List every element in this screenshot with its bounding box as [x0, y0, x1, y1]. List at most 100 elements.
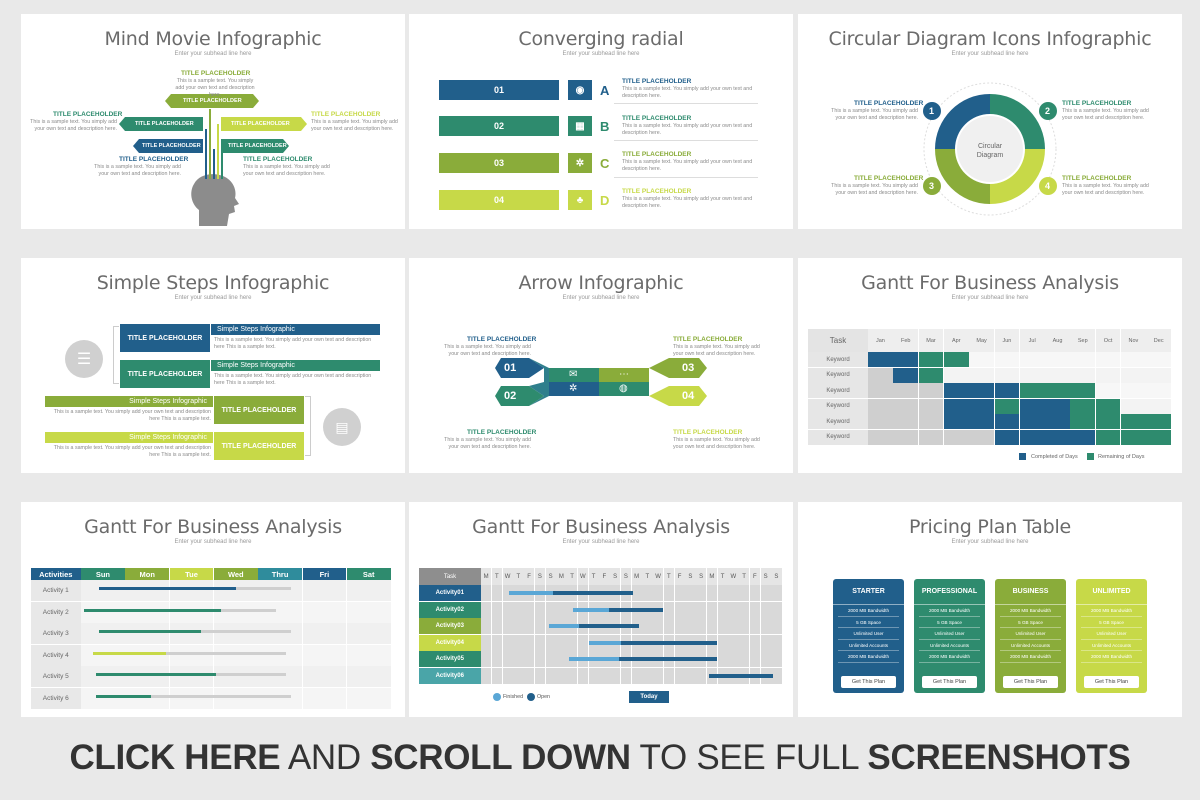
slide-circular-diagram[interactable]: Circular Diagram Icons Infographic Enter…	[798, 14, 1182, 229]
plan-feature: 2000 MB Bandwidth	[838, 605, 899, 617]
gantt-bar-segment	[943, 383, 969, 398]
legend-open: Open	[537, 694, 550, 700]
gantt-cell	[513, 601, 524, 618]
gantt-bar-segment	[868, 352, 893, 367]
get-plan-button[interactable]: Get This Plan	[1084, 676, 1139, 688]
step-title-3: TITLE PLACEHOLDER	[214, 396, 304, 424]
gantt-cell	[213, 687, 258, 709]
gantt-cell	[524, 618, 535, 635]
gantt-cell	[258, 666, 302, 687]
slide-gantt-daily[interactable]: Gantt For Business Analysis Enter your s…	[409, 502, 793, 717]
gantt-bar-segment	[1019, 383, 1045, 398]
gantt-cell	[125, 666, 170, 687]
gantt-cell	[534, 634, 545, 651]
gantt-cell	[739, 651, 750, 668]
gantt-bar-segment	[994, 429, 1020, 445]
slide-converging-radial[interactable]: Converging radial Enter your subhead lin…	[409, 14, 793, 229]
gantt-day-header: Sun	[81, 568, 125, 580]
gantt-cell	[1121, 398, 1146, 414]
sample-text: This is a sample text. You simply add yo…	[622, 196, 753, 209]
gantt-progress-bar	[553, 591, 633, 595]
arrow-label: TITLE PLACEHOLDER	[142, 143, 201, 149]
gantt-cell	[524, 634, 535, 651]
circular-center-label: Circular Diagram	[976, 143, 1004, 159]
gantt-cell	[771, 634, 782, 651]
gantt-day-header: T	[588, 568, 599, 585]
gantt-bar-segment	[1019, 398, 1045, 414]
slide-simple-steps[interactable]: Simple Steps Infographic Enter your subh…	[21, 258, 405, 473]
plan-feature: 2000 MB Bandwidth	[1000, 605, 1061, 617]
gantt-progress-bar	[93, 651, 166, 655]
sample-text: This is a sample text. You simply add yo…	[622, 159, 753, 172]
gantt-progress-bar	[236, 587, 291, 590]
gantt-day-header: Sat	[346, 568, 391, 580]
users-icon: ♣	[568, 190, 592, 210]
gantt-day-header: S	[545, 568, 556, 585]
gantt-month-header: May	[969, 329, 994, 352]
gantt-cell	[1146, 367, 1172, 383]
gantt-day-header: Fri	[302, 568, 347, 580]
step-header-1: Simple Steps Infographic	[211, 324, 380, 335]
gantt-day-header: T	[513, 568, 524, 585]
gantt-cell	[213, 623, 258, 644]
gantt-cell	[567, 601, 578, 618]
sample-text: This is a sample text. You simply add yo…	[214, 373, 372, 386]
arrow-number-02: 02	[504, 390, 517, 402]
gantt-row-label: Activity 5	[31, 666, 81, 687]
footer-click-here[interactable]: CLICK HERE	[69, 738, 281, 777]
gantt-bar-segment	[918, 352, 944, 367]
gantt-cell	[567, 634, 578, 651]
gantt-bar-segment	[1019, 414, 1045, 429]
sample-text: This is a sample text. You simply add yo…	[1062, 183, 1149, 196]
footer-banner[interactable]: CLICK HERE AND SCROLL DOWN TO SEE FULL S…	[0, 738, 1200, 778]
gantt-progress-bar	[99, 587, 236, 590]
gantt-cell	[577, 634, 588, 651]
slide-mind-movie[interactable]: Mind Movie Infographic Enter your subhea…	[21, 14, 405, 229]
gantt-cell	[534, 651, 545, 668]
gantt-progress-bar	[221, 608, 276, 612]
title-placeholder: TITLE PLACEHOLDER	[622, 78, 692, 85]
get-plan-button[interactable]: Get This Plan	[841, 676, 896, 688]
slide-gantt-monthly[interactable]: Gantt For Business Analysis Enter your s…	[798, 258, 1182, 473]
gantt-cell	[728, 601, 739, 618]
gantt-cell	[213, 666, 258, 687]
gantt-progress-bar	[216, 673, 286, 676]
gantt-day-header: Thru	[258, 568, 302, 580]
get-plan-button[interactable]: Get This Plan	[1003, 676, 1058, 688]
gantt-cell	[685, 668, 696, 685]
radial-letter-c: C	[600, 156, 610, 171]
gantt-cell	[491, 601, 502, 618]
circle-number-1: 1	[929, 106, 935, 116]
radial-letter-d: D	[600, 193, 610, 208]
title-placeholder: TITLE PLACEHOLDER	[53, 111, 123, 118]
slide-pricing-table[interactable]: Pricing Plan Table Enter your subhead li…	[798, 502, 1182, 717]
slide-arrow-infographic[interactable]: Arrow Infographic Enter your subhead lin…	[409, 258, 793, 473]
legend-remaining-swatch	[1087, 453, 1094, 460]
gantt-cell	[1146, 383, 1172, 398]
gantt-cell	[502, 618, 513, 635]
sample-text: This is a sample text. You simply add yo…	[622, 86, 753, 99]
sample-text: This is a sample text. You simply add yo…	[175, 78, 255, 98]
get-plan-button[interactable]: Get This Plan	[922, 676, 977, 688]
gantt-cell	[302, 623, 347, 644]
slide-gantt-weekly[interactable]: Gantt For Business Analysis Enter your s…	[21, 502, 405, 717]
gantt-cell	[481, 634, 492, 651]
gantt-cell	[545, 651, 556, 668]
gantt-progress-bar	[96, 694, 151, 698]
gantt-row-label: Activity 4	[31, 644, 81, 666]
legend-remaining: Remaining of Days	[1098, 454, 1145, 460]
gantt-cell	[717, 601, 728, 618]
gantt-cell	[302, 644, 347, 666]
gantt-day-header: Tue	[169, 568, 214, 580]
plan-feature: Unlimited Accounts	[1000, 640, 1061, 652]
gantt-cell	[513, 651, 524, 668]
gantt-bar-segment	[868, 398, 893, 414]
slide-subtitle: Enter your subhead line here	[174, 539, 252, 545]
gantt-cell	[169, 601, 214, 623]
sample-text: This is a sample text. You simply add yo…	[622, 123, 753, 136]
gantt-cell	[1121, 383, 1146, 398]
gantt-cell	[491, 618, 502, 635]
gantt-cell	[685, 601, 696, 618]
gantt-cell	[739, 618, 750, 635]
